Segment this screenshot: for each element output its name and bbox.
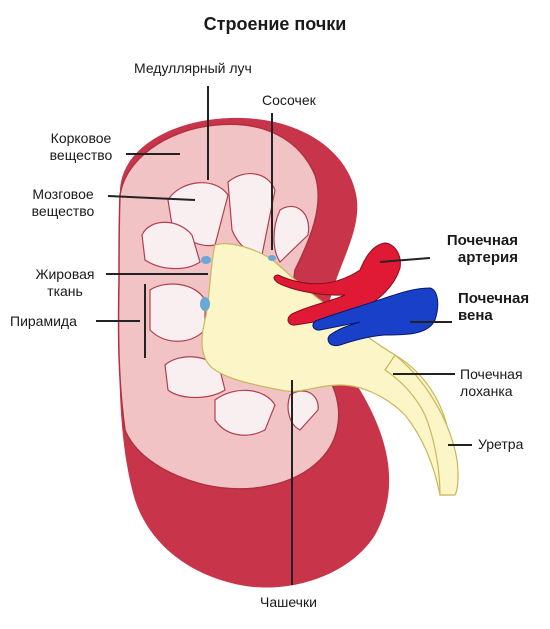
pyramid-2 bbox=[227, 173, 276, 256]
label-renal-pelvis: Почечная лоханка bbox=[460, 366, 523, 399]
diagram-title: Строение почки bbox=[203, 14, 347, 34]
label-pyramid: Пирамида bbox=[10, 313, 77, 329]
ureter-tube bbox=[384, 354, 459, 496]
pyramid-3 bbox=[273, 205, 310, 263]
pyramid-4 bbox=[141, 221, 201, 270]
leader-artery bbox=[379, 257, 431, 263]
pyramid-8 bbox=[287, 390, 319, 431]
label-ureter: Уретра bbox=[478, 436, 524, 452]
renal-pelvis-region bbox=[201, 243, 455, 496]
label-fat-tissue: Жировая ткань bbox=[35, 266, 95, 299]
renal-vein bbox=[312, 287, 439, 347]
label-medulla: Мозговое вещество bbox=[31, 186, 95, 219]
label-renal-vein: Почечная вена bbox=[458, 290, 530, 324]
pyramid-6 bbox=[164, 356, 226, 399]
label-calyces: Чашечки bbox=[260, 594, 317, 610]
leader-lines bbox=[96, 86, 472, 585]
fat-tissue bbox=[200, 255, 276, 311]
label-renal-artery: Почечная артерия bbox=[446, 232, 518, 266]
pyramid-7 bbox=[214, 389, 276, 436]
pyramids bbox=[141, 173, 319, 436]
pyramid-5 bbox=[149, 283, 206, 342]
label-medullary-ray: Медуллярный луч bbox=[134, 60, 252, 76]
label-cortex: Корковое вещество bbox=[49, 130, 113, 163]
leader-medulla bbox=[107, 195, 196, 201]
label-papilla: Сосочек bbox=[262, 92, 316, 108]
